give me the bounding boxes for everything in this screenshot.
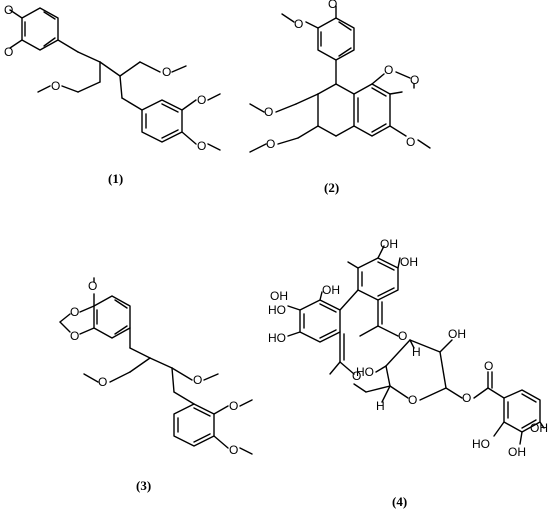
compound-4-oxygen-label: O: [398, 329, 407, 343]
compound-1-oxygen-label: O: [51, 79, 60, 93]
compound-4-label: (4): [392, 494, 407, 509]
compound-4-hydrogen-label: H: [376, 399, 385, 413]
compound-4-hydroxyl-label: OH: [448, 327, 466, 341]
compound-2-oxygen-label: O: [406, 135, 415, 149]
compound-4-hydroxyl-label: HO: [472, 437, 490, 451]
compound-4-hydroxyl-label: OH: [380, 237, 398, 251]
compound-2-oxygen-label: O: [294, 17, 303, 31]
compound-4-hydroxyl-label: HO: [268, 303, 286, 317]
compound-4-hydroxyl-label: OH: [530, 421, 548, 435]
compound-2-label: (2): [324, 180, 339, 195]
compound-4-hydroxyl-label: OH: [508, 445, 526, 459]
compound-4-oxygen-label: O: [408, 393, 417, 407]
compound-4-hydroxyl-label: HO: [356, 365, 374, 379]
compound-4-hydroxyl-label: OH: [270, 289, 288, 303]
compound-3-oxygen-label: O: [193, 373, 202, 387]
compound-2-oxygen-label: O: [384, 63, 393, 77]
compound-4-hydroxyl-label: OH: [400, 255, 418, 269]
compound-3-oxygen-label: O: [70, 305, 79, 319]
compound-3-oxygen-label: O: [88, 279, 97, 293]
compound-2-oxygen-label: O: [264, 105, 273, 119]
compound-1-oxygen-label: O: [197, 139, 206, 153]
compound-3-oxygen-label: O: [229, 399, 238, 413]
compound-1-oxygen-label: O: [197, 93, 206, 107]
compound-4-oxygen-label: O: [462, 391, 471, 405]
compound-3-structure: [59, 277, 253, 455]
compound-4-oxygen-label: O: [484, 359, 493, 373]
compound-4-hydrogen-label: H: [412, 345, 421, 359]
compound-2-structure: [249, 5, 431, 153]
compound-2-oxygen-label: O: [410, 73, 419, 87]
compound-1-oxygen-label: O: [4, 45, 13, 59]
compound-3-oxygen-label: O: [70, 329, 79, 343]
compound-4-oxygen-label: O: [352, 369, 361, 383]
compound-2-oxygen-label: O: [266, 137, 275, 151]
compound-1-oxygen-label: O: [162, 65, 171, 79]
compound-1-label: (1): [108, 171, 123, 186]
compound-4-hydroxyl-label: OH: [322, 283, 340, 297]
compound-3-oxygen-label: O: [229, 443, 238, 457]
compound-4-hydroxyl-label: HO: [268, 331, 286, 345]
compound-1-oxygen-label: O: [4, 3, 13, 17]
compound-1-structure: [9, 7, 221, 151]
compound-3-label: (3): [136, 478, 151, 493]
compound-2-oxygen-label: O: [328, 0, 337, 11]
compound-4-structure: [287, 245, 545, 445]
compound-3-oxygen-label: O: [98, 375, 107, 389]
